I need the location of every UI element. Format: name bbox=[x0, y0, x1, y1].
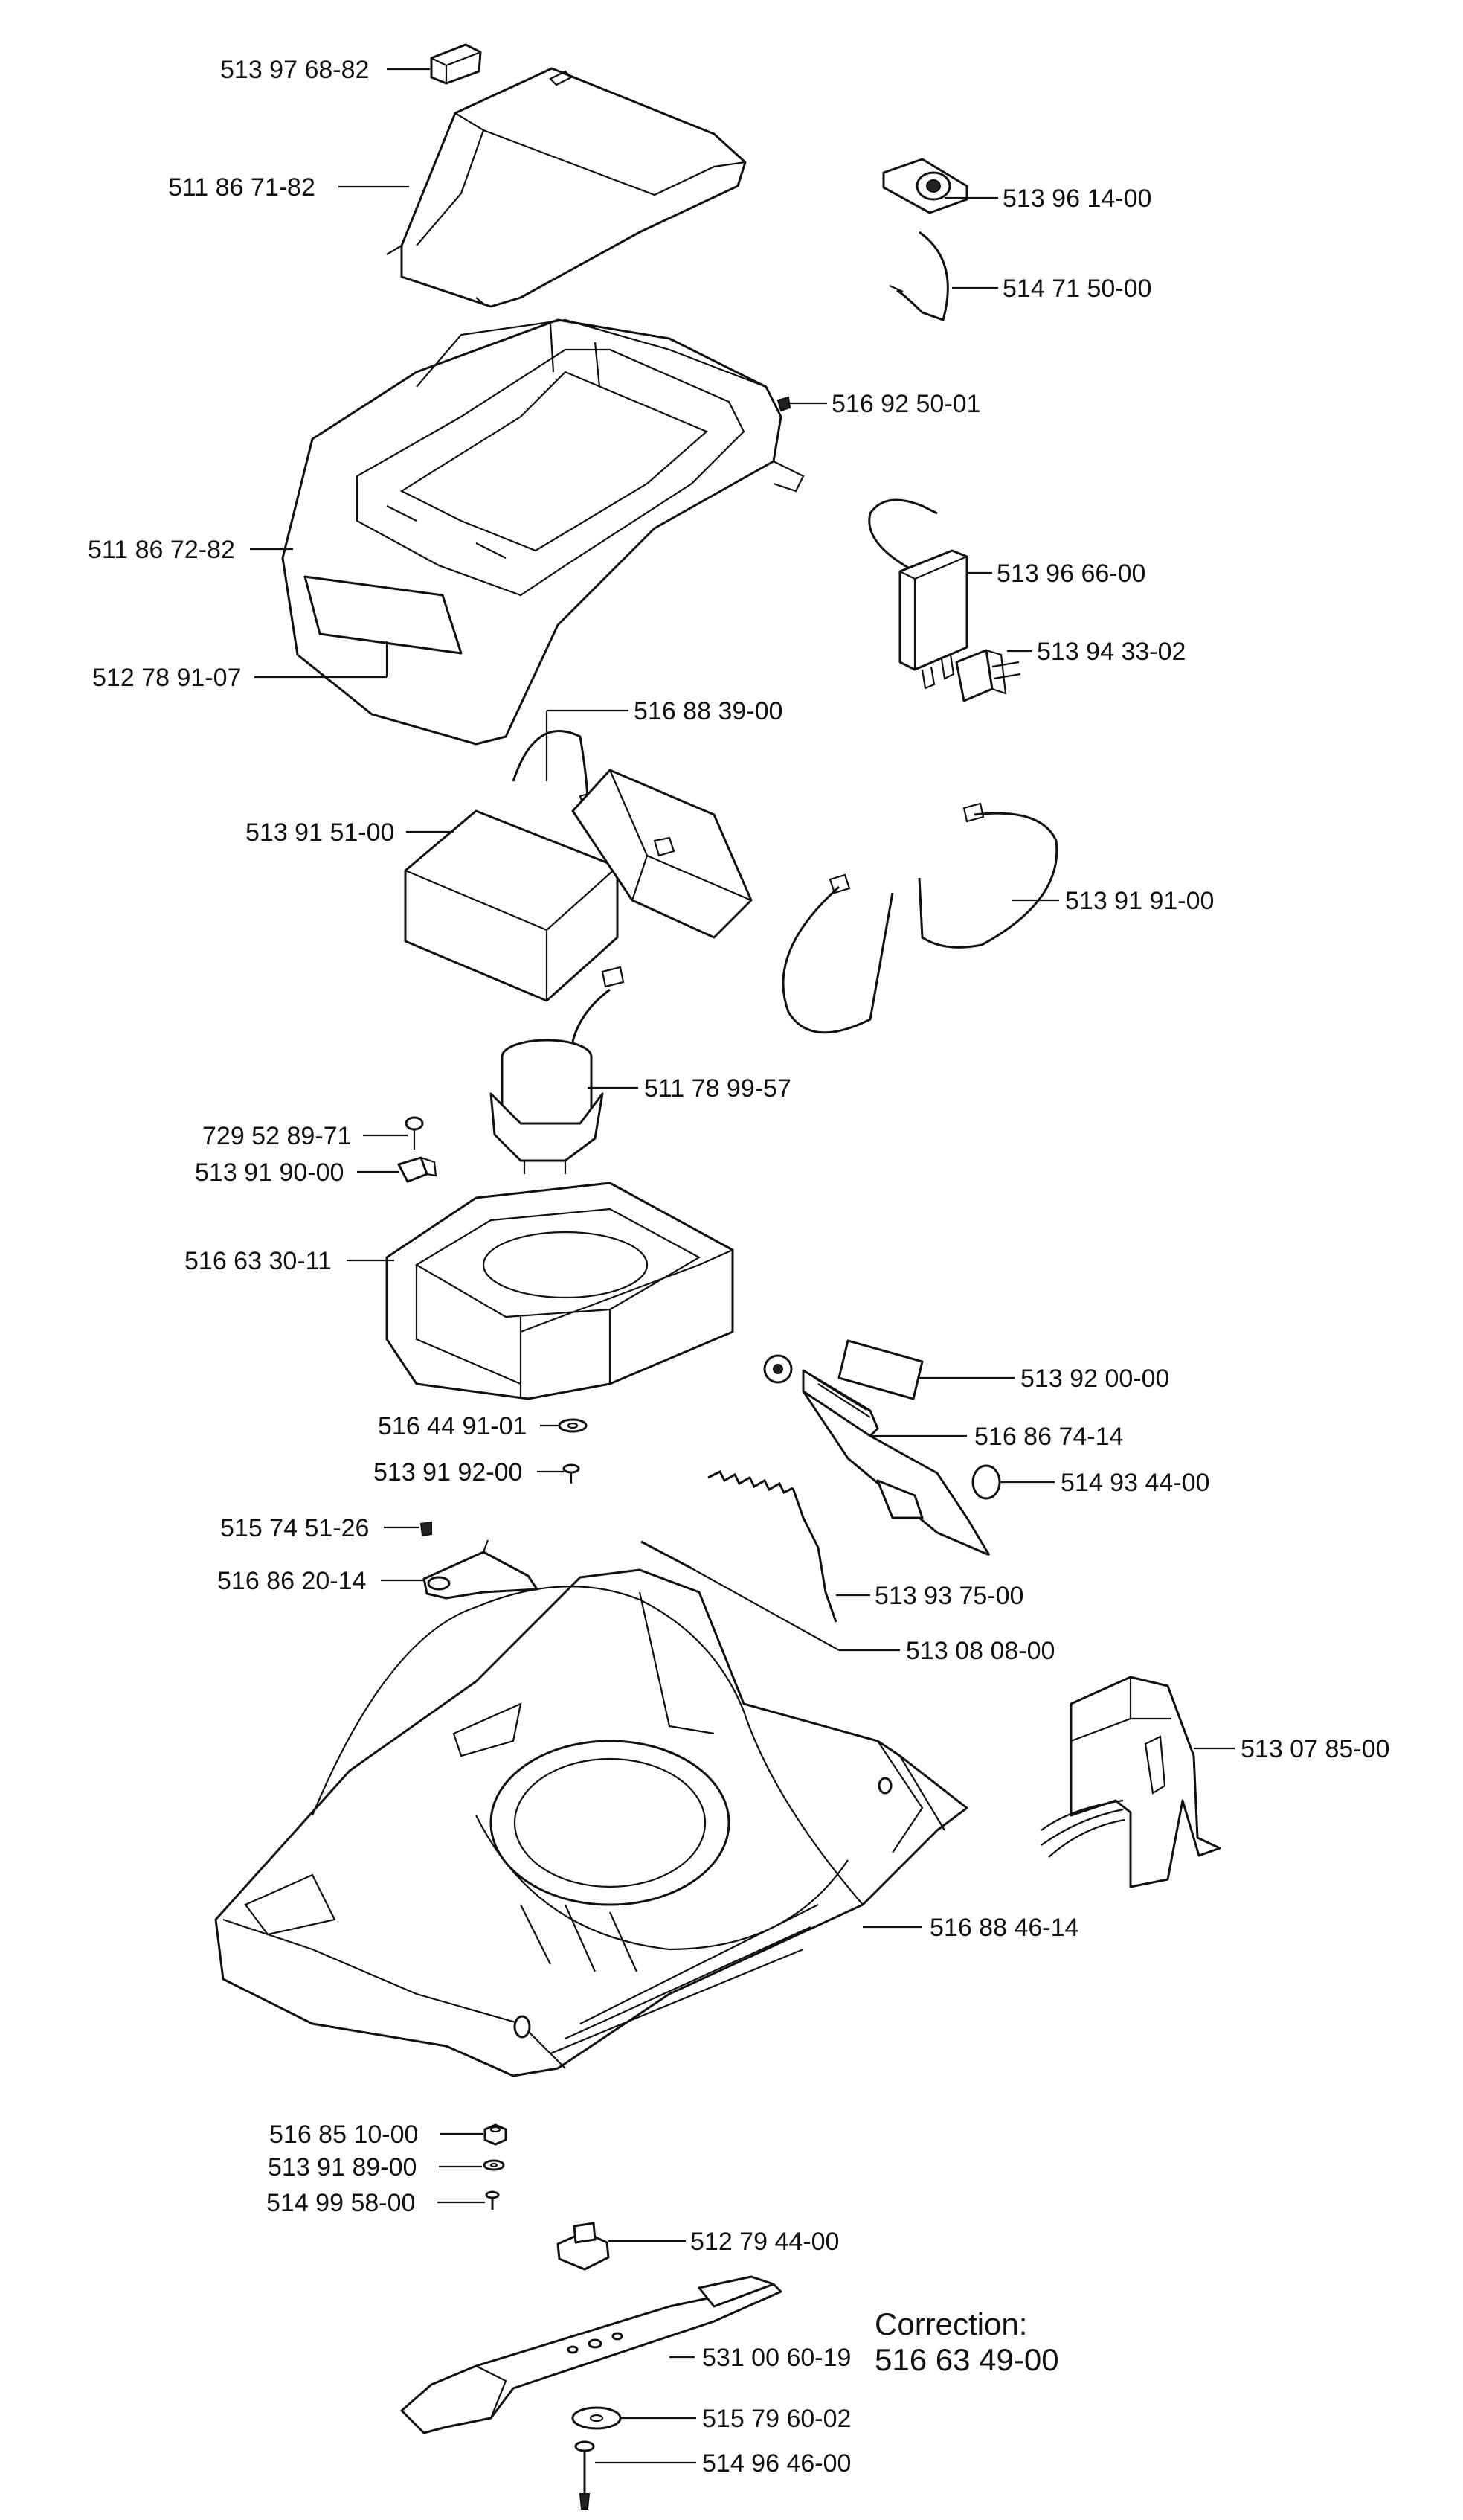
spring-rod-part bbox=[707, 1469, 837, 1623]
plug-part bbox=[955, 649, 1021, 702]
nut-part bbox=[483, 2123, 507, 2146]
label-spring-rod: 513 93 75-00 bbox=[875, 1582, 1023, 1610]
cap-part bbox=[430, 43, 482, 85]
label-washer-c: 515 79 60-02 bbox=[702, 2405, 851, 2433]
label-blade: 531 00 60-19 bbox=[702, 2344, 851, 2372]
label-motor: 511 78 99-57 bbox=[644, 1074, 791, 1103]
screw-c-part bbox=[419, 1521, 432, 1537]
label-cable-link: 516 88 39-00 bbox=[634, 697, 782, 725]
label-nut: 516 85 10-00 bbox=[269, 2120, 418, 2149]
washer-a-part bbox=[558, 1418, 588, 1433]
label-plate-part bbox=[837, 1339, 924, 1400]
screw-b-part bbox=[562, 1463, 580, 1484]
blade-hub-part bbox=[556, 2222, 610, 2271]
label-grass-box: 513 07 85-00 bbox=[1241, 1735, 1389, 1763]
label-washer-a: 516 44 91-01 bbox=[378, 1412, 527, 1440]
handle-lever-part bbox=[763, 1354, 991, 1556]
label-screw-top: 516 92 50-01 bbox=[832, 390, 980, 418]
label-cap-round: 514 93 44-00 bbox=[1061, 1469, 1209, 1497]
label-clip-small: 513 91 90-00 bbox=[195, 1158, 344, 1187]
motor-tray-part bbox=[385, 1182, 734, 1400]
wire-harness-part bbox=[782, 802, 1058, 1034]
correction-note: Correction: 516 63 49-00 bbox=[875, 2306, 1059, 2377]
cap-round-part bbox=[971, 1464, 1001, 1500]
label-battery: 513 91 51-00 bbox=[245, 818, 394, 847]
correction-title: Correction: bbox=[875, 2306, 1027, 2341]
label-plug: 513 94 33-02 bbox=[1037, 638, 1186, 666]
correction-part-number: 516 63 49-00 bbox=[875, 2342, 1059, 2377]
label-bolt-a: 514 99 58-00 bbox=[266, 2189, 415, 2217]
pin-part bbox=[640, 1540, 692, 1570]
label-washer-b: 513 91 89-00 bbox=[268, 2153, 417, 2181]
hood-part bbox=[281, 318, 805, 746]
label-screw-c: 515 74 51-26 bbox=[220, 1514, 369, 1542]
washer-c-part bbox=[571, 2406, 622, 2430]
label-hinge-bracket: 516 86 20-14 bbox=[217, 1567, 366, 1595]
label-cover: 511 86 71-82 bbox=[168, 173, 315, 202]
label-screw-b: 513 91 92-00 bbox=[373, 1458, 522, 1487]
washer-b-part bbox=[483, 2159, 505, 2171]
motor-part bbox=[489, 966, 625, 1174]
label-blade-hub: 512 79 44-00 bbox=[690, 2228, 839, 2256]
clip-wire-part bbox=[889, 231, 949, 321]
leader-lines bbox=[250, 68, 1235, 2464]
label-motor-tray: 516 63 30-11 bbox=[184, 1247, 332, 1275]
hinge-bracket-part bbox=[422, 1539, 538, 1600]
bolt-b-part bbox=[574, 2440, 595, 2510]
grass-box-part bbox=[1041, 1676, 1221, 1888]
switch-part bbox=[882, 158, 968, 214]
screw-top-part bbox=[776, 396, 791, 412]
battery-part bbox=[404, 769, 753, 1002]
label-deck: 516 88 46-14 bbox=[930, 1914, 1078, 1942]
label-switch: 513 96 14-00 bbox=[1003, 185, 1151, 213]
label-decal: 512 78 91-07 bbox=[92, 664, 241, 692]
label-cap: 513 97 68-82 bbox=[220, 56, 369, 84]
charger-part bbox=[868, 498, 968, 690]
part-number-labels: 513 97 68-82 511 86 71-82 513 96 14-00 5… bbox=[88, 56, 1389, 2478]
clip-small-part bbox=[397, 1156, 437, 1183]
blade-part bbox=[400, 2275, 782, 2434]
deck-part bbox=[214, 1568, 968, 2077]
label-pin: 513 08 08-00 bbox=[906, 1637, 1055, 1665]
label-clip-wire: 514 71 50-00 bbox=[1003, 275, 1151, 303]
cover-part bbox=[386, 67, 747, 308]
label-handle-lever: 516 86 74-14 bbox=[974, 1423, 1123, 1451]
screw-small-part bbox=[405, 1116, 424, 1150]
label-charger: 513 96 66-00 bbox=[997, 560, 1145, 588]
bolt-a-part bbox=[485, 2190, 500, 2210]
label-screw-small: 729 52 89-71 bbox=[202, 1122, 351, 1150]
label-hood: 511 86 72-82 bbox=[88, 536, 235, 564]
label-bolt-b: 514 96 46-00 bbox=[702, 2449, 851, 2478]
label-label-plate: 513 92 00-00 bbox=[1020, 1365, 1169, 1393]
label-wire-harness: 513 91 91-00 bbox=[1065, 887, 1214, 915]
